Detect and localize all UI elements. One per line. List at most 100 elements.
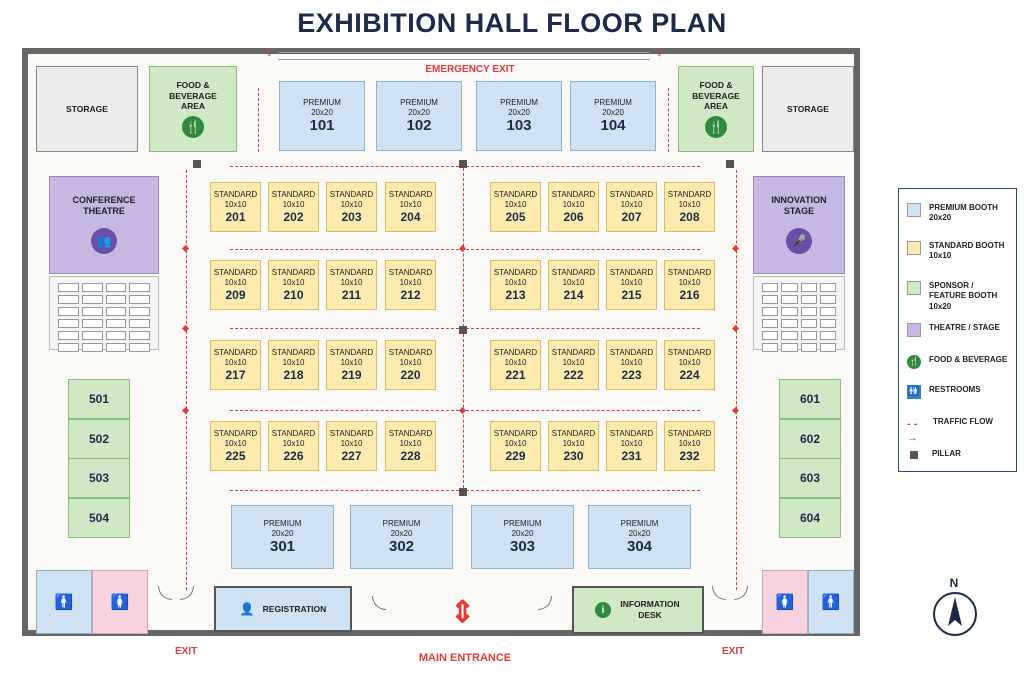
seat-row bbox=[105, 295, 127, 304]
person-icon: 👤 bbox=[239, 602, 255, 616]
legend-swatch bbox=[907, 281, 921, 295]
booth-number: 503 bbox=[88, 471, 110, 485]
booth-size-label: 10x10 bbox=[282, 439, 305, 448]
traffic-flow-line bbox=[668, 88, 669, 152]
seat-row bbox=[129, 343, 150, 352]
booth-number: 218 bbox=[283, 367, 304, 382]
legend-item: PILLAR bbox=[907, 449, 1014, 459]
booth-number: 204 bbox=[400, 209, 421, 224]
booth-type-label: STANDARD bbox=[551, 348, 596, 358]
booth-size-label: 10x10 bbox=[224, 200, 247, 209]
booth-type-label: PREMIUM bbox=[500, 97, 538, 107]
exit-left-label: EXIT bbox=[175, 646, 198, 657]
booth-type-label: PREMIUM bbox=[382, 518, 421, 528]
seat-row bbox=[58, 283, 79, 292]
legend-label: STANDARD BOOTH 10x10 bbox=[929, 241, 1005, 261]
seat-row bbox=[81, 283, 103, 292]
booth-size-label: 10x10 bbox=[340, 278, 363, 287]
booth-type-label: STANDARD bbox=[271, 268, 316, 278]
pillar bbox=[459, 326, 467, 334]
booth-type-label: PREMIUM bbox=[263, 518, 302, 528]
registration-label: REGISTRATION bbox=[262, 603, 327, 614]
booth-size-label: 20x20 bbox=[271, 528, 294, 538]
booth-type-label: STANDARD bbox=[271, 429, 316, 439]
seat-row bbox=[105, 343, 127, 352]
legend-label: SPONSOR / FEATURE BOOTH 10x20 bbox=[929, 281, 998, 311]
booth-number: 302 bbox=[388, 538, 415, 556]
booth-number: 208 bbox=[679, 209, 700, 224]
pillar bbox=[726, 160, 734, 168]
seat-row bbox=[762, 283, 779, 292]
booth-type-label: STANDARD bbox=[213, 268, 258, 278]
booth-number: 602 bbox=[799, 431, 821, 446]
booth-size-label: 10x10 bbox=[399, 278, 422, 287]
booth-size-label: 10x10 bbox=[504, 278, 527, 287]
pillar bbox=[459, 160, 467, 168]
booth-type-label: STANDARD bbox=[609, 268, 654, 278]
legend-item: SPONSOR / FEATURE BOOTH 10x20 bbox=[907, 281, 1011, 312]
seat-row bbox=[819, 307, 836, 316]
seat-row bbox=[819, 331, 836, 340]
booth-type-label: STANDARD bbox=[388, 190, 433, 200]
booth-size-label: 10x10 bbox=[399, 358, 422, 367]
booth-type-label: STANDARD bbox=[329, 190, 374, 200]
food-beverage-area-right: FOOD & BEVERAGE AREA 🍴 bbox=[678, 66, 754, 152]
booth-number: 301 bbox=[269, 538, 296, 556]
man-icon: 🚹 bbox=[821, 594, 841, 611]
booth-size-label: 10x10 bbox=[504, 439, 527, 448]
seat-row bbox=[819, 319, 836, 328]
seat-row bbox=[762, 331, 779, 340]
booth-type-label: PREMIUM bbox=[503, 518, 542, 528]
restroom-men-right: 🚹 bbox=[808, 570, 854, 634]
seat-row bbox=[762, 295, 779, 304]
booth-type-label: STANDARD bbox=[609, 429, 654, 439]
seat-row bbox=[105, 307, 127, 316]
seat-row bbox=[819, 295, 836, 304]
legend-label: FOOD & BEVERAGE bbox=[929, 355, 1008, 364]
legend-label: THEATRE / STAGE bbox=[929, 323, 1000, 332]
emergency-exit-left-arrow-icon: ↕ bbox=[266, 44, 273, 59]
booth-number: 230 bbox=[563, 448, 584, 463]
booth-number: 214 bbox=[563, 287, 584, 302]
booth-number: 206 bbox=[563, 209, 584, 224]
booth-size-label: 10x10 bbox=[620, 200, 643, 209]
seat-row bbox=[58, 343, 79, 352]
legend-label: TRAFFIC FLOW bbox=[933, 417, 993, 426]
booth-type-label: STANDARD bbox=[388, 268, 433, 278]
seat-row bbox=[129, 307, 150, 316]
booth-type-label: PREMIUM bbox=[303, 97, 341, 107]
booth-type-label: STANDARD bbox=[271, 190, 316, 200]
emergency-exit-right-arrow-icon: ↕ bbox=[656, 44, 663, 59]
fork-knife-icon: 🍴 bbox=[907, 355, 921, 369]
booth-number: 203 bbox=[341, 209, 362, 224]
booth-number: 201 bbox=[225, 209, 246, 224]
booth-type-label: STANDARD bbox=[609, 348, 654, 358]
booth-size-label: 20x20 bbox=[311, 107, 333, 117]
booth-type-label: STANDARD bbox=[667, 348, 712, 358]
food-beverage-area-left: FOOD & BEVERAGE AREA 🍴 bbox=[149, 66, 237, 152]
booth-size-label: 10x10 bbox=[399, 200, 422, 209]
seat-row bbox=[58, 319, 79, 328]
booth-number: 229 bbox=[505, 448, 526, 463]
traffic-flow-line bbox=[258, 88, 259, 152]
legend-swatch bbox=[907, 323, 921, 337]
pillar bbox=[193, 160, 201, 168]
booth-type-label: STANDARD bbox=[667, 429, 712, 439]
compass-icon bbox=[933, 592, 977, 636]
information-desk: i INFORMATION DESK bbox=[572, 586, 704, 634]
booth-size-label: 10x10 bbox=[562, 358, 585, 367]
booth-type-label: STANDARD bbox=[213, 190, 258, 200]
restroom-men-left: 🚹 bbox=[36, 570, 92, 634]
seat-row bbox=[58, 295, 79, 304]
seat-row bbox=[81, 307, 103, 316]
